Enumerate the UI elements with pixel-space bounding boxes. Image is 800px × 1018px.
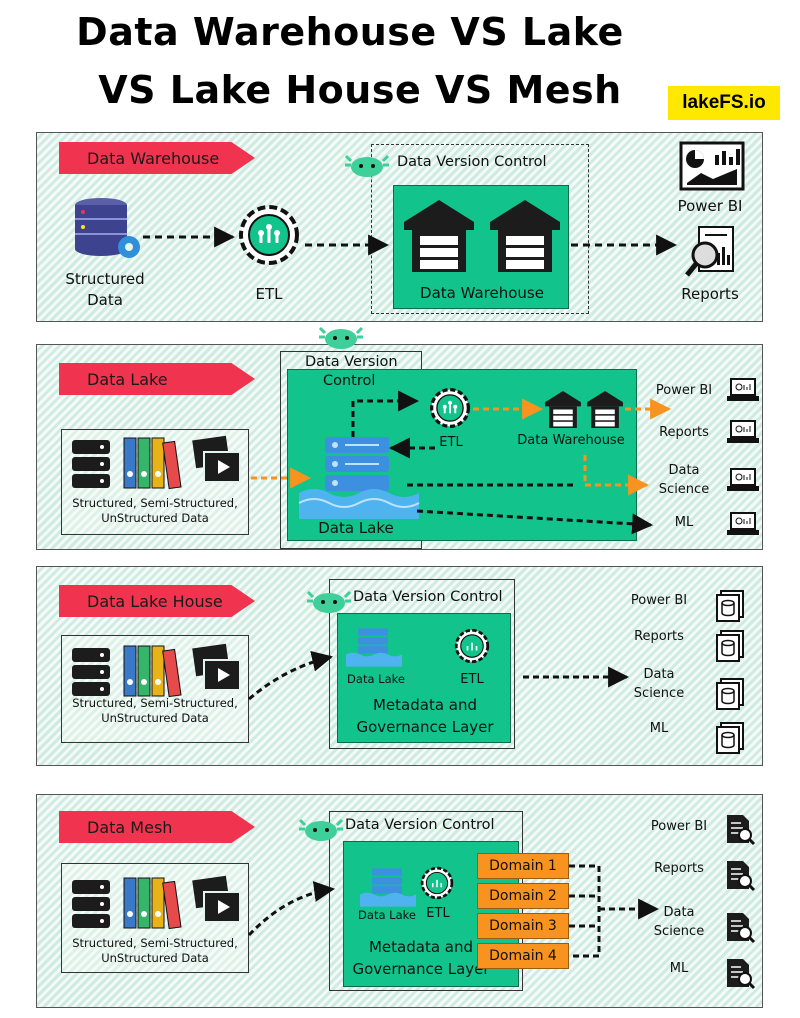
structured-data-label: Structured Data [65, 270, 145, 309]
etl-gear-icon [429, 387, 471, 429]
binders-icon [123, 645, 182, 698]
warehouse-tag: Data Warehouse [59, 142, 255, 174]
doc-search-icon [727, 913, 756, 944]
doc-search-icon [727, 815, 756, 846]
output-label: ML [649, 721, 669, 736]
governance-layer-label: Metadata and Governance Layer [356, 696, 494, 736]
warehouse-building-icon [545, 391, 581, 428]
warehouse-panel: Data Warehouse Structured Data ETL Data … [36, 132, 763, 322]
warehouse-building-icon [587, 391, 623, 428]
dvc-label-line2: Control [323, 373, 376, 389]
mesh-panel: Data Mesh Structured, Semi-Structured, U… [36, 794, 763, 1008]
output-label: Power BI [655, 383, 713, 398]
output-label: Data Science [658, 463, 710, 497]
data-lake-icon [346, 628, 402, 667]
laptop-icon [727, 378, 759, 401]
data-lake-label: Data Lake [318, 519, 394, 537]
brand-badge: lakeFS.io [668, 86, 780, 120]
output-label: Power BI [630, 593, 688, 608]
laptop-icon [727, 512, 759, 535]
domain-box: Domain 2 [477, 883, 569, 909]
etl-label: ETL [460, 672, 484, 687]
flow-arrows [251, 390, 672, 535]
output-label: ML [669, 961, 689, 976]
flow-arrows [143, 226, 678, 256]
domain-box: Domain 4 [477, 943, 569, 969]
report-magnifier-icon [685, 226, 734, 277]
document-db-icon [716, 722, 744, 754]
flow-arrows [247, 864, 660, 958]
warehouse-store-box: Data Warehouse [393, 185, 569, 309]
flow-arrows [248, 650, 630, 701]
domain-box: Domain 1 [477, 853, 569, 879]
media-files-icon [192, 643, 241, 691]
warehouse-building-icon [490, 200, 560, 272]
lakehouse-tag: Data Lake House [59, 585, 255, 617]
lake-label: Data Lake [358, 908, 416, 922]
document-db-icon [716, 630, 744, 662]
document-db-icon [716, 590, 744, 622]
lakehouse-green-box: Data Lake ETL Metadata and Governance La… [337, 613, 511, 743]
etl-label: ETL [439, 435, 463, 450]
output-label: ML [674, 515, 694, 530]
output-label: Reports [659, 425, 709, 440]
laptop-icon [727, 468, 759, 491]
media-files-icon [192, 435, 241, 483]
server-stack-icon [72, 648, 110, 696]
lake-panel: Data Lake Structured, Semi-Structured, U… [36, 326, 763, 550]
binders-icon [123, 877, 182, 930]
mesh-sources-box: Structured, Semi-Structured, UnStructure… [61, 863, 249, 973]
etl-label: ETL [255, 285, 283, 303]
laptop-icon [727, 420, 759, 443]
lake-sources-box: Structured, Semi-Structured, UnStructure… [61, 429, 249, 535]
output-label: Reports [681, 285, 739, 303]
dvc-label: Data Version Control [345, 817, 495, 833]
lakehouse-sources-label: Structured, Semi-Structured, UnStructure… [72, 696, 238, 725]
mesh-tag: Data Mesh [59, 811, 255, 843]
doc-search-icon [727, 959, 756, 990]
output-label: Reports [654, 861, 704, 876]
server-stack-icon [72, 440, 110, 488]
server-stack-icon [72, 880, 110, 928]
lake-tag: Data Lake [59, 363, 255, 395]
database-icon [75, 198, 140, 258]
lake-label: Data Lake [347, 672, 405, 686]
title-line-2: VS Lake House VS Mesh [98, 68, 622, 112]
doc-search-icon [727, 861, 756, 892]
document-db-icon [716, 678, 744, 710]
media-files-icon [192, 875, 241, 923]
output-label: Data Science [653, 905, 705, 939]
dashboard-icon [679, 141, 745, 191]
mesh-sources-label: Structured, Semi-Structured, UnStructure… [72, 936, 238, 965]
output-label: Reports [634, 629, 684, 644]
etl-gear-icon [420, 866, 454, 900]
etl-label: ETL [426, 906, 450, 921]
dvc-frame [371, 144, 589, 314]
lakefs-axolotl-icon [318, 326, 364, 349]
dvc-label: Data Version Control [353, 589, 503, 605]
etl-gear-icon [454, 628, 490, 664]
lakehouse-sources-box: Structured, Semi-Structured, UnStructure… [61, 635, 249, 743]
lakefs-axolotl-icon [306, 590, 352, 613]
warehouse-store-label: Data Warehouse [420, 284, 544, 302]
lakefs-axolotl-icon [298, 818, 344, 841]
dvc-label-line1: Data Version [305, 354, 398, 370]
binders-icon [123, 437, 182, 490]
output-label: Power BI [650, 819, 708, 834]
lake-sources-label: Structured, Semi-Structured, UnStructure… [72, 496, 238, 525]
dvc-label: Data Version Control [397, 154, 547, 170]
lakehouse-panel: Data Lake House Structured, Semi-Structu… [36, 566, 763, 766]
data-lake-icon [298, 437, 420, 519]
domain-box: Domain 3 [477, 913, 569, 939]
lakefs-axolotl-icon [344, 154, 390, 177]
output-label: Data Science [633, 667, 685, 701]
lake-warehouse-label: Data Warehouse [517, 433, 625, 448]
title-line-1: Data Warehouse VS Lake [76, 10, 624, 54]
etl-gear-icon [239, 205, 299, 265]
data-lake-icon [360, 868, 416, 907]
warehouse-building-icon [404, 200, 474, 272]
output-label: Power BI [677, 197, 743, 215]
